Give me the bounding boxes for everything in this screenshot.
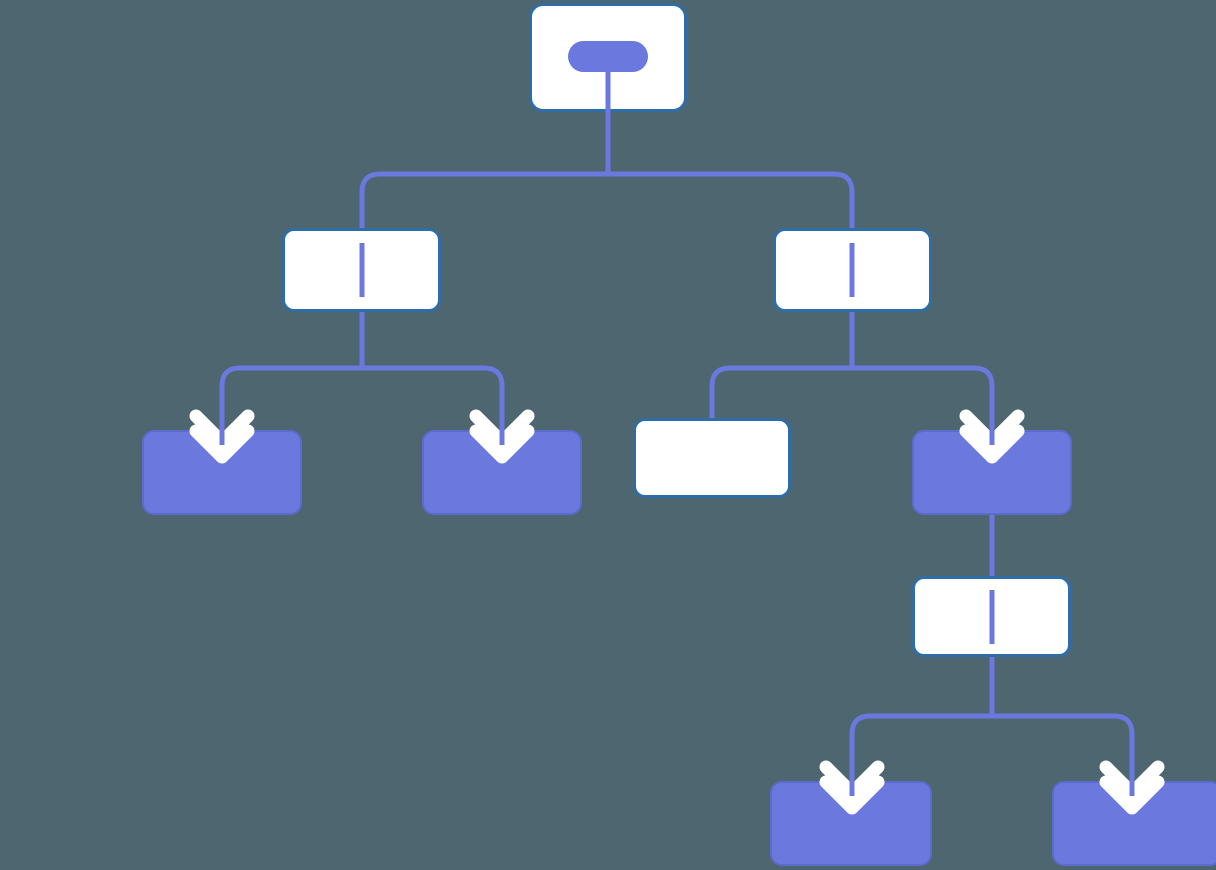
node-l3-d[interactable] [912,430,1072,515]
node-l4[interactable] [912,576,1071,657]
node-l3-a[interactable] [142,430,302,515]
node-l2-left[interactable] [282,228,441,312]
node-l3-b[interactable] [422,430,582,515]
root-pill-shape [568,41,648,72]
node-l2-right[interactable] [773,228,932,312]
node-l5-left[interactable] [770,781,932,866]
node-l3-c[interactable] [633,418,791,498]
node-l5-right[interactable] [1052,781,1216,866]
